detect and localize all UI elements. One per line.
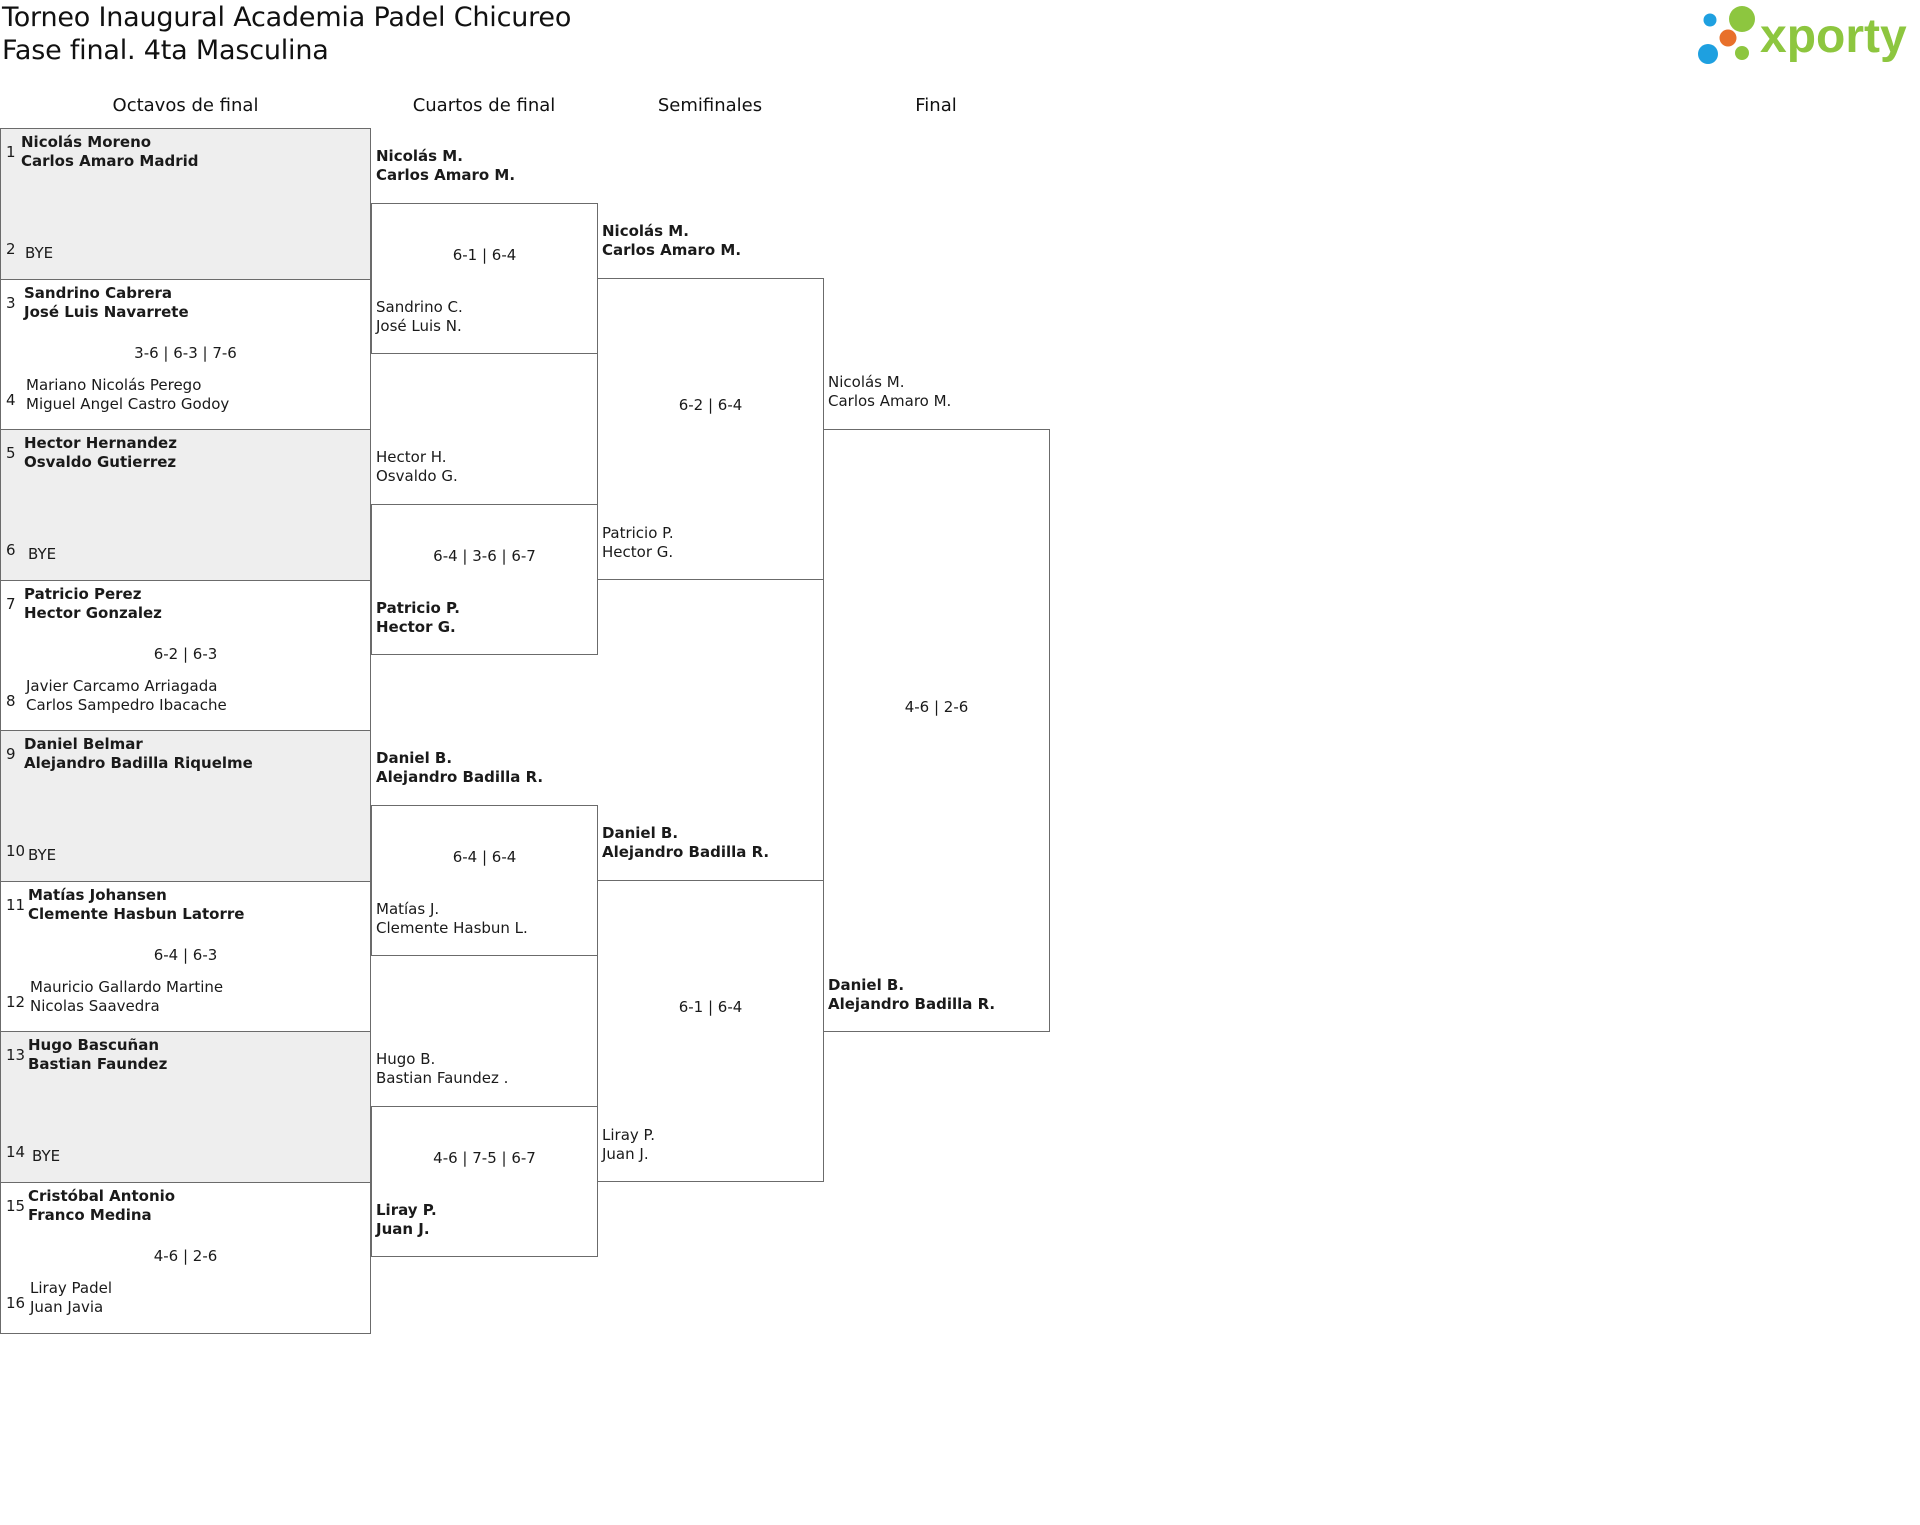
team: Sandrino C. (376, 298, 463, 316)
seed-number: 7 (6, 595, 16, 613)
team-winner: Daniel Belmar (24, 735, 143, 753)
match-score: 3-6 | 6-3 | 7-6 (134, 344, 237, 362)
match-score: 6-2 | 6-4 (678, 396, 743, 414)
team: Daniel B. (602, 824, 679, 842)
seed-number: 6 (6, 541, 16, 559)
team-winner: Bastian Faundez (28, 1055, 168, 1073)
team-finalist: Daniel B. (828, 976, 905, 994)
seed-number: 5 (6, 444, 16, 462)
match-score: 6-1 | 6-4 (678, 998, 743, 1016)
team-loser: Carlos Sampedro Ibacache (26, 696, 227, 714)
team-winner: Osvaldo Gutierrez (24, 453, 177, 471)
team: Nicolás M. (376, 147, 463, 165)
seed-number: 1 (6, 143, 16, 161)
team-winner: Patricio Perez (24, 585, 142, 603)
r16-match (0, 1031, 371, 1183)
team-loser: Mariano Nicolás Perego (26, 376, 202, 394)
seed-number: 16 (6, 1294, 26, 1312)
match-score: 6-2 | 6-3 (153, 645, 218, 663)
match-score: 4-6 | 2-6 (153, 1247, 218, 1265)
team-winner: Clemente Hasbun Latorre (28, 905, 245, 923)
team: Patricio P. (602, 524, 674, 542)
team-loser: Javier Carcamo Arriagada (26, 677, 218, 695)
bye-label: BYE (25, 244, 54, 262)
team: Hector G. (376, 618, 456, 636)
r16-match (0, 1182, 371, 1334)
team: Carlos Amaro M. (602, 241, 742, 259)
match-score: 6-4 | 6-3 (153, 946, 218, 964)
bye-label: BYE (32, 1147, 61, 1165)
match-score: 6-4 | 3-6 | 6-7 (433, 546, 536, 565)
team: Matías J. (376, 900, 440, 918)
team-winner: Alejandro Badilla Riquelme (24, 754, 253, 772)
match-score: 6-4 | 6-4 (452, 847, 517, 866)
bye-label: BYE (28, 846, 57, 864)
team-finalist: Carlos Amaro M. (828, 392, 952, 410)
match-score: 4-6 | 2-6 (904, 697, 969, 716)
round-header-qf: Cuartos de final (412, 95, 556, 116)
seed-number: 12 (6, 993, 26, 1011)
r16-match (0, 429, 371, 581)
team-loser: Nicolas Saavedra (30, 997, 160, 1015)
xporty-logo: xporty (1698, 6, 1907, 64)
bye-label: BYE (28, 545, 57, 563)
team-winner: Franco Medina (28, 1206, 152, 1224)
team-winner: Cristóbal Antonio (28, 1187, 176, 1205)
seed-number: 2 (6, 240, 16, 258)
team: Clemente Hasbun L. (376, 919, 528, 937)
team: Bastian Faundez . (376, 1069, 509, 1087)
round-header-final: Final (915, 95, 957, 116)
team-winner: Matías Johansen (28, 886, 167, 904)
seed-number: 8 (6, 692, 16, 710)
team-winner: Sandrino Cabrera (24, 284, 173, 302)
tournament-title: Torneo Inaugural Academia Padel Chicureo (2, 2, 572, 33)
logo-text: xporty (1760, 10, 1907, 63)
seed-number: 15 (6, 1197, 26, 1215)
r16-match (0, 128, 371, 280)
team: Hector G. (602, 543, 674, 561)
team: José Luis N. (376, 317, 462, 335)
seed-number: 11 (6, 896, 26, 914)
team: Alejandro Badilla R. (602, 843, 770, 861)
team: Liray P. (376, 1201, 437, 1219)
team-winner: Carlos Amaro Madrid (21, 152, 199, 170)
seed-number: 10 (6, 842, 26, 860)
team: Patricio P. (376, 599, 460, 617)
team: Osvaldo G. (376, 467, 458, 485)
team: Nicolás M. (602, 222, 689, 240)
team-loser: Liray Padel (30, 1279, 113, 1297)
team-finalist: Alejandro Badilla R. (828, 995, 996, 1013)
seed-number: 4 (6, 391, 16, 409)
team-winner: Hector Hernandez (24, 434, 177, 452)
team-winner: Hector Gonzalez (24, 604, 162, 622)
round-header-sf: Semifinales (657, 95, 763, 116)
team: Daniel B. (376, 749, 453, 767)
team: Alejandro Badilla R. (376, 768, 544, 786)
team-winner: Hugo Bascuñan (28, 1036, 160, 1054)
seed-number: 13 (6, 1046, 26, 1064)
match-score: 4-6 | 7-5 | 6-7 (433, 1148, 536, 1167)
team-loser: Juan Javia (30, 1298, 104, 1316)
seed-number: 14 (6, 1143, 26, 1161)
team-loser: Mauricio Gallardo Martine (30, 978, 224, 996)
tournament-subtitle: Fase final. 4ta Masculina (2, 35, 329, 66)
match-score: 6-1 | 6-4 (452, 245, 517, 264)
team: Liray P. (602, 1126, 656, 1144)
team: Juan J. (602, 1145, 649, 1163)
team: Juan J. (376, 1220, 430, 1238)
team-winner: Nicolás Moreno (21, 133, 152, 151)
team: Hector H. (376, 448, 447, 466)
seed-number: 9 (6, 745, 16, 763)
team: Hugo B. (376, 1050, 436, 1068)
r16-match (0, 730, 371, 882)
round-header-r16: Octavos de final (112, 95, 259, 116)
team-loser: Miguel Angel Castro Godoy (26, 395, 230, 413)
team-finalist: Nicolás M. (828, 373, 905, 391)
seed-number: 3 (6, 294, 16, 312)
final-match (823, 429, 1050, 1032)
team-winner: José Luis Navarrete (24, 303, 189, 321)
team: Carlos Amaro M. (376, 166, 516, 184)
